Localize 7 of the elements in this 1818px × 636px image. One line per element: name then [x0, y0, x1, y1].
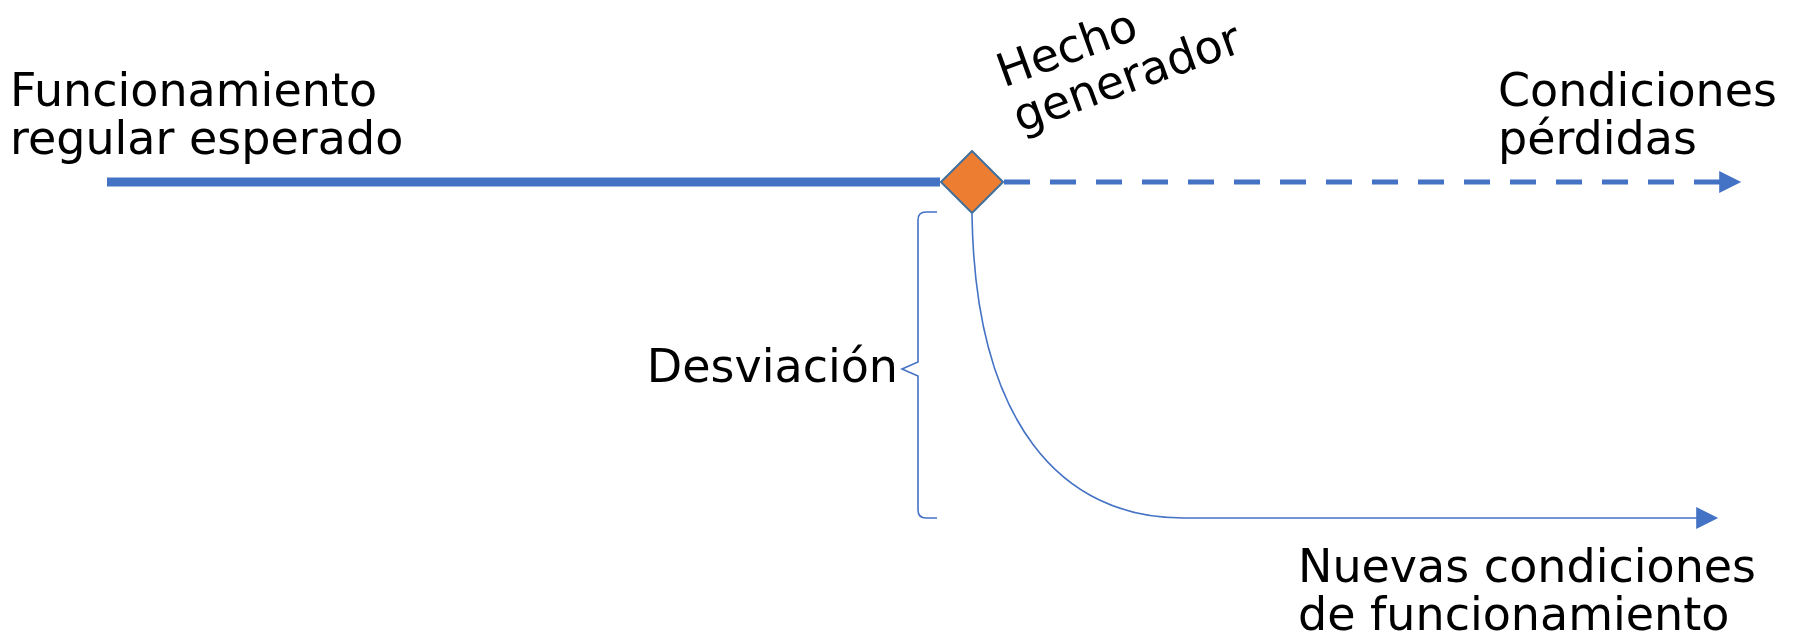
node-text: Condiciones pérdidas — [1498, 66, 1814, 182]
arrow — [971, 213, 1719, 529]
bracket-label: Desviación — [645, 340, 898, 392]
node-text: Nuevas condiciones de funcionamiento — [1298, 518, 1814, 634]
decision-diamond — [940, 150, 1004, 214]
arrow — [1004, 171, 1742, 193]
node-text: Funcionamiento regular esperado — [10, 66, 450, 182]
